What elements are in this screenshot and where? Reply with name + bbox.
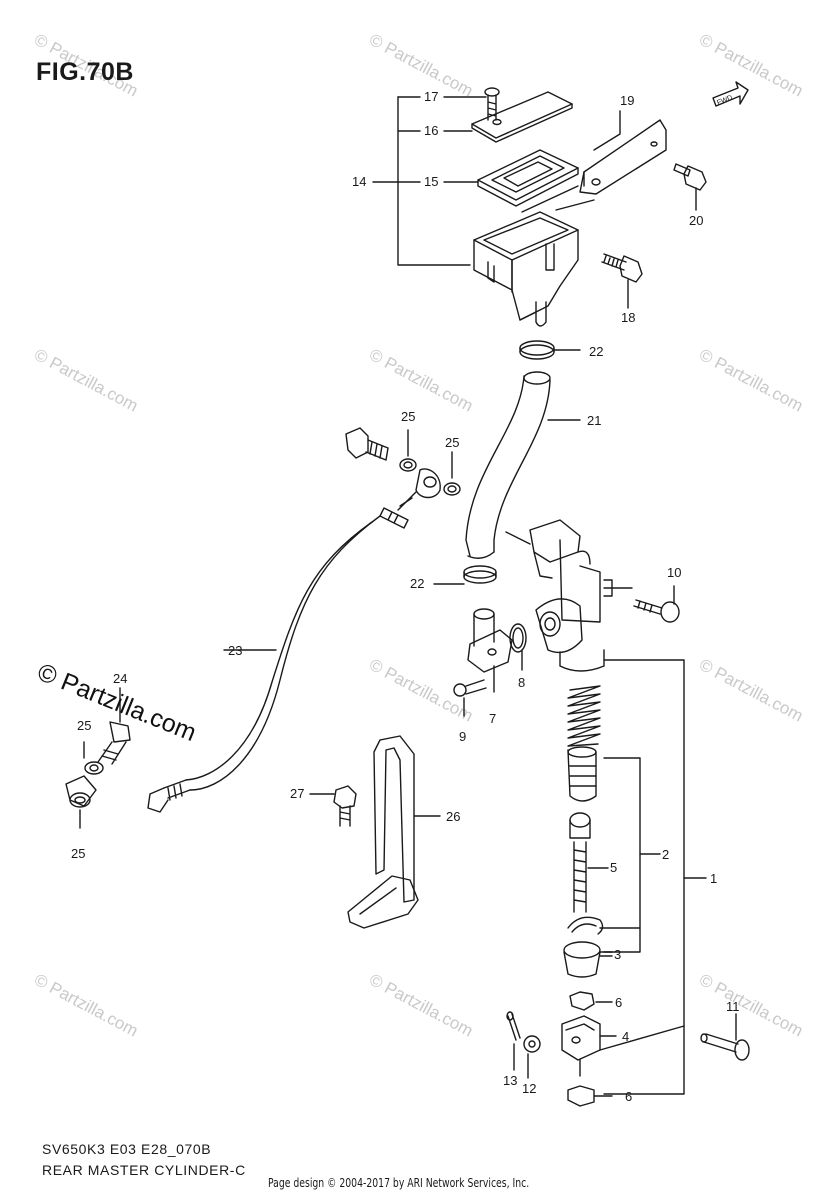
callout-2: 2 (662, 847, 670, 862)
callout-3: 3 (614, 947, 622, 962)
callout-13: 13 (503, 1073, 518, 1088)
page-credit: Page design © 2004-2017 by ARI Network S… (268, 1176, 530, 1190)
bracket-14 (372, 96, 471, 266)
callout-27: 27 (290, 786, 305, 801)
callout-24: 24 (113, 671, 128, 686)
model-code: SV650K3 E03 E28_070B (42, 1141, 212, 1157)
callout-11: 11 (726, 999, 740, 1014)
callout-6-lower: 6 (625, 1089, 633, 1104)
part-17-screw (443, 87, 500, 121)
part-6-nut-upper (569, 991, 613, 1011)
part-21-hose (465, 371, 581, 559)
callout-25-c: 25 (77, 718, 92, 733)
callout-25-b: 25 (445, 435, 460, 450)
callout-1: 1 (710, 871, 718, 886)
part-15-diaphragm (443, 149, 579, 207)
part-1-master-cylinder (529, 519, 685, 1095)
callout-16: 16 (424, 123, 439, 138)
part-4-clevis (561, 1015, 685, 1077)
callout-15: 15 (424, 174, 439, 189)
callout-23: 23 (228, 643, 243, 658)
part-22-clamp-lower (433, 565, 497, 585)
callout-5: 5 (610, 860, 618, 875)
part-5-pushrod (569, 812, 609, 913)
callout-26: 26 (446, 809, 461, 824)
part-9-screw (453, 679, 487, 717)
part-22-clamp-upper (519, 340, 581, 360)
part-spring (567, 685, 601, 747)
callout-19: 19 (620, 93, 635, 108)
part-14-reservoir (473, 211, 579, 327)
part-26-bracket (347, 735, 441, 929)
part-13-cotter-pin (506, 1011, 521, 1071)
callout-9: 9 (459, 729, 467, 744)
fwd-arrow-icon (712, 81, 749, 107)
figure-name: REAR MASTER CYLINDER-C (42, 1162, 246, 1178)
part-2-piston (567, 746, 661, 953)
part-12-washer (523, 1035, 541, 1079)
callout-21: 21 (587, 413, 602, 428)
callout-18: 18 (621, 310, 636, 325)
leader-lines (505, 199, 707, 953)
callout-25-a: 25 (401, 409, 416, 424)
callout-10: 10 (667, 565, 682, 580)
callout-14: 14 (352, 174, 367, 189)
part-circlip (567, 916, 641, 935)
callout-7: 7 (489, 711, 497, 726)
callout-4: 4 (622, 1029, 630, 1044)
callout-22-lower: 22 (410, 576, 425, 591)
part-16-cap (443, 91, 573, 143)
part-6-nut-lower (567, 1085, 613, 1107)
part-3-boot (563, 941, 613, 978)
figure-title: FIG.70B (36, 58, 134, 86)
part-18-bolt (601, 253, 643, 309)
callout-6-upper: 6 (615, 995, 623, 1010)
part-25-banjo-bolt (345, 427, 461, 496)
callout-8: 8 (518, 675, 526, 690)
part-10-screw (633, 585, 680, 623)
callout-12: 12 (522, 1081, 537, 1096)
callout-20: 20 (689, 213, 704, 228)
part-23-brake-hose (147, 468, 441, 813)
part-8-o-ring (509, 623, 527, 671)
part-11-pin (700, 1013, 750, 1061)
part-27-bolt (309, 785, 357, 827)
part-24-banjo-bolt (65, 687, 131, 829)
callout-22-upper: 22 (589, 344, 604, 359)
part-19-bracket (521, 110, 667, 213)
callout-17: 17 (424, 89, 439, 104)
callout-25-d: 25 (71, 846, 86, 861)
part-7-fitting (467, 608, 513, 693)
part-20-bolt (673, 163, 707, 211)
